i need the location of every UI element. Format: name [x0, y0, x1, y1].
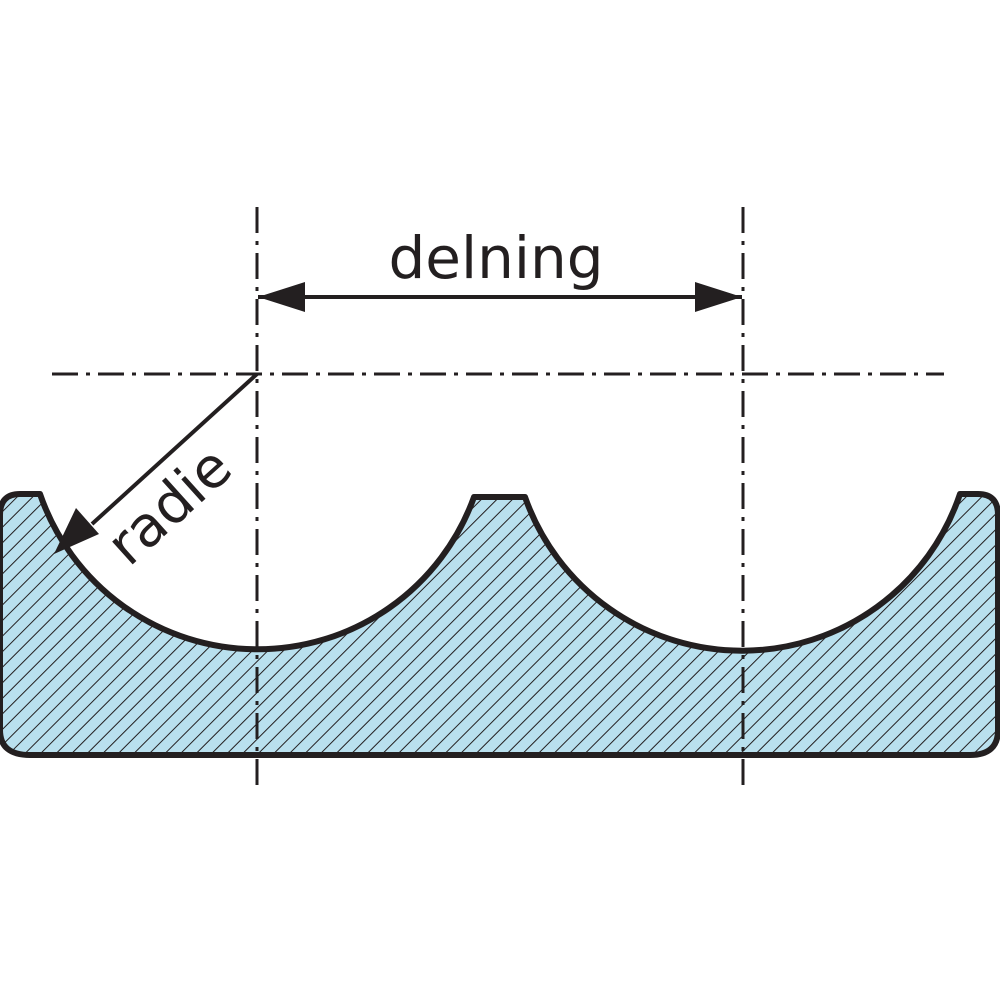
radius-dimension-line [90, 372, 259, 526]
pitch-label: delning [388, 224, 603, 292]
pitch-arrowhead-right [695, 282, 742, 312]
radius-arrowhead [54, 508, 99, 554]
profile-body [0, 491, 1000, 758]
pitch-arrowhead-left [258, 282, 305, 312]
